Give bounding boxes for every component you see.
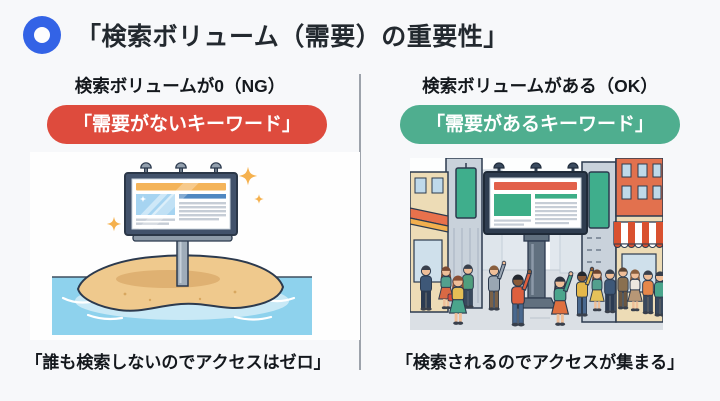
left-column-heading: 検索ボリュームが0（NG） — [74, 76, 286, 96]
no-demand-keyword-pill: 「需要がないキーワード」 — [46, 105, 328, 144]
has-demand-keyword-pill: 「需要があるキーワード」 — [399, 105, 681, 144]
left-caption: 「誰も検索しないのでアクセスはゼロ」 — [25, 353, 331, 372]
column-divider — [359, 74, 361, 370]
blue-ring-icon-hole — [34, 27, 50, 43]
billboard-webpage-graphic — [483, 171, 588, 235]
busy-street-illustration — [410, 158, 663, 330]
page-header: 「検索ボリューム（需要）の重要性」 — [23, 16, 509, 54]
page-title: 「検索ボリューム（需要）の重要性」 — [76, 23, 509, 51]
green-sign-left — [455, 167, 477, 219]
deserted-island-illustration — [30, 152, 360, 340]
billboard-pole — [515, 233, 558, 309]
blue-ring-icon — [23, 16, 61, 54]
crowd-of-people — [420, 261, 663, 326]
green-sign-right — [588, 171, 610, 229]
right-caption: 「検索されるのでアクセスが集まる」 — [395, 353, 685, 372]
billboard-lamps — [493, 162, 579, 173]
right-column-heading: 検索ボリュームがある（OK） — [422, 76, 658, 96]
striped-awning — [613, 221, 663, 248]
billboard-webpage-graphic — [124, 172, 238, 236]
